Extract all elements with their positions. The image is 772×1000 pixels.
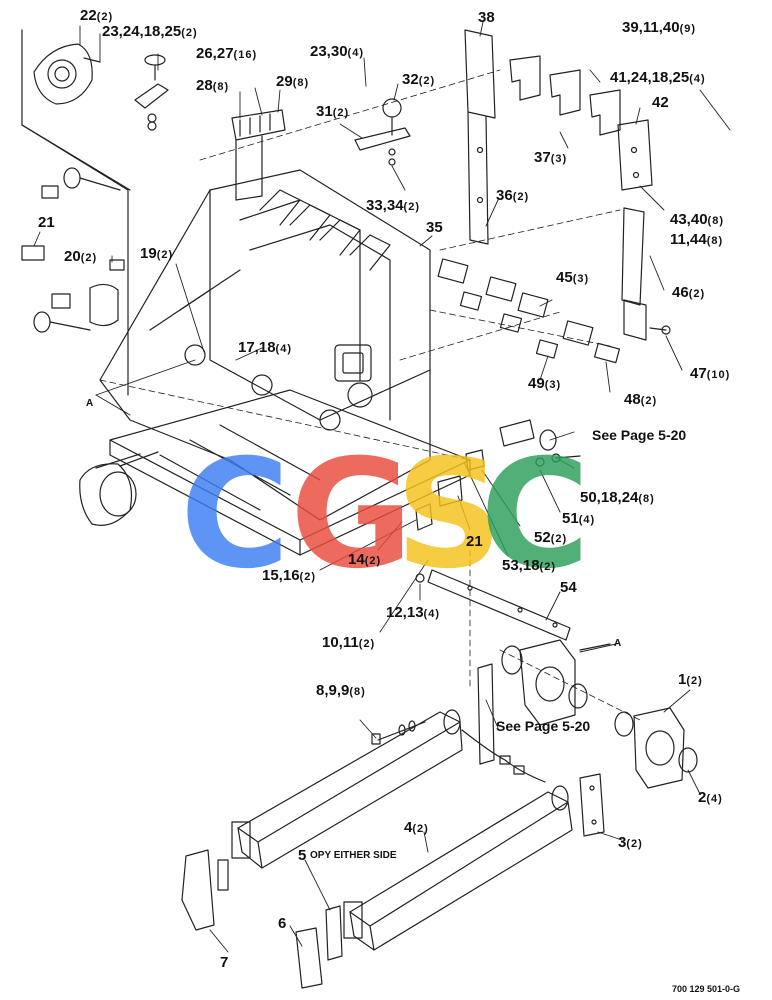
- callout-54: 54: [560, 579, 577, 596]
- callout-12-13: 12,13(4): [386, 604, 440, 621]
- center-strap: [461, 663, 546, 783]
- callout-4: 4(2): [404, 819, 429, 836]
- callout-47: 47(10): [690, 365, 731, 382]
- see-page-note-bottom: See Page 5-20: [496, 718, 591, 734]
- callout-5: 5: [298, 847, 307, 864]
- watermark-letter-3: S: [395, 428, 504, 602]
- callout-50-18-24: 50,18,24(8): [580, 489, 655, 506]
- callout-42: 42: [652, 94, 669, 111]
- callout-10-11: 10,11(2): [322, 634, 376, 651]
- callout-14: 14(2): [348, 551, 382, 568]
- see-page-note-top: See Page 5-20: [592, 427, 687, 443]
- callout-2: 2(4): [698, 789, 723, 806]
- centerlines: [99, 69, 641, 721]
- bearing-plate-left-bottom: [79, 451, 159, 526]
- callout-48: 48(2): [624, 391, 658, 408]
- callout-17-18: 17,18(4): [238, 339, 292, 356]
- callout-49: 49(3): [528, 375, 562, 392]
- watermark-letter-2: G: [290, 428, 414, 602]
- left-side-parts: [21, 167, 125, 333]
- callout-36: 36(2): [496, 187, 530, 204]
- plates-5-6: [295, 905, 343, 989]
- callout-23-30: 23,30(4): [310, 43, 364, 60]
- tube-beams-4: [231, 709, 573, 951]
- callout-7: 7: [220, 954, 229, 971]
- bolt-8: [371, 720, 426, 745]
- bearing-plate-22: [33, 43, 101, 105]
- reference-a-right: A: [614, 638, 622, 649]
- callout-8-9-9: 8,9,9(8): [316, 682, 366, 699]
- callout-3: 3(2): [618, 834, 643, 851]
- callout-51: 51(4): [562, 510, 596, 527]
- callout-53-18: 53,18(2): [502, 557, 556, 574]
- callout-43-40: 43,40(8): [670, 211, 724, 228]
- callout-46: 46(2): [672, 284, 706, 301]
- callout-21-center: 21: [466, 533, 483, 550]
- callout-20: 20(2): [64, 248, 98, 265]
- opy-either-side-note: OPY EITHER SIDE: [310, 850, 397, 861]
- callout-29: 29(8): [276, 73, 310, 90]
- knob-bracket: [134, 54, 169, 131]
- callout-21-left: 21: [38, 214, 55, 231]
- link-bar-31: [354, 98, 411, 166]
- callout-52: 52(2): [534, 529, 568, 546]
- callout-35: 35: [426, 219, 443, 236]
- callout-1: 1(2): [678, 671, 703, 688]
- callout-28: 28(8): [196, 77, 230, 94]
- callout-37: 37(3): [534, 149, 568, 166]
- callout-23-24-18-25: 23,24,18,25(2): [102, 23, 198, 40]
- plate-3: [579, 773, 605, 837]
- plate-7: [181, 849, 229, 931]
- callout-26-27: 26,27(16): [196, 45, 258, 62]
- callout-15-16: 15,16(2): [262, 567, 316, 584]
- callout-39-11-40: 39,11,40(9): [622, 19, 697, 36]
- callout-22: 22(2): [80, 7, 114, 24]
- leader-lines: [33, 21, 731, 953]
- watermark-letter-4: C: [480, 428, 591, 602]
- main-frame: [99, 169, 431, 521]
- watermark-letter-1: C: [180, 428, 291, 602]
- idler-assembly: [415, 419, 581, 531]
- callout-33-34: 33,34(2): [366, 197, 420, 214]
- callout-31: 31(2): [316, 103, 350, 120]
- callout-11-44: 11,44(8): [670, 231, 724, 248]
- right-side-plates: [437, 207, 671, 364]
- bearing-housings: [501, 639, 698, 789]
- callout-6: 6: [278, 915, 287, 932]
- callout-32: 32(2): [402, 71, 436, 88]
- hanger-bracket: [231, 109, 286, 201]
- callout-38: 38: [478, 9, 495, 26]
- callout-41-24-18-25: 41,24,18,25(4): [610, 69, 706, 86]
- callout-19: 19(2): [140, 245, 174, 262]
- drawing-number: 700 129 501-0-G: [672, 984, 741, 994]
- guide-plates-37-42: [464, 29, 653, 245]
- reference-a-left: A: [86, 398, 94, 409]
- callout-45: 45(3): [556, 269, 590, 286]
- left-detail-frame: [21, 29, 131, 396]
